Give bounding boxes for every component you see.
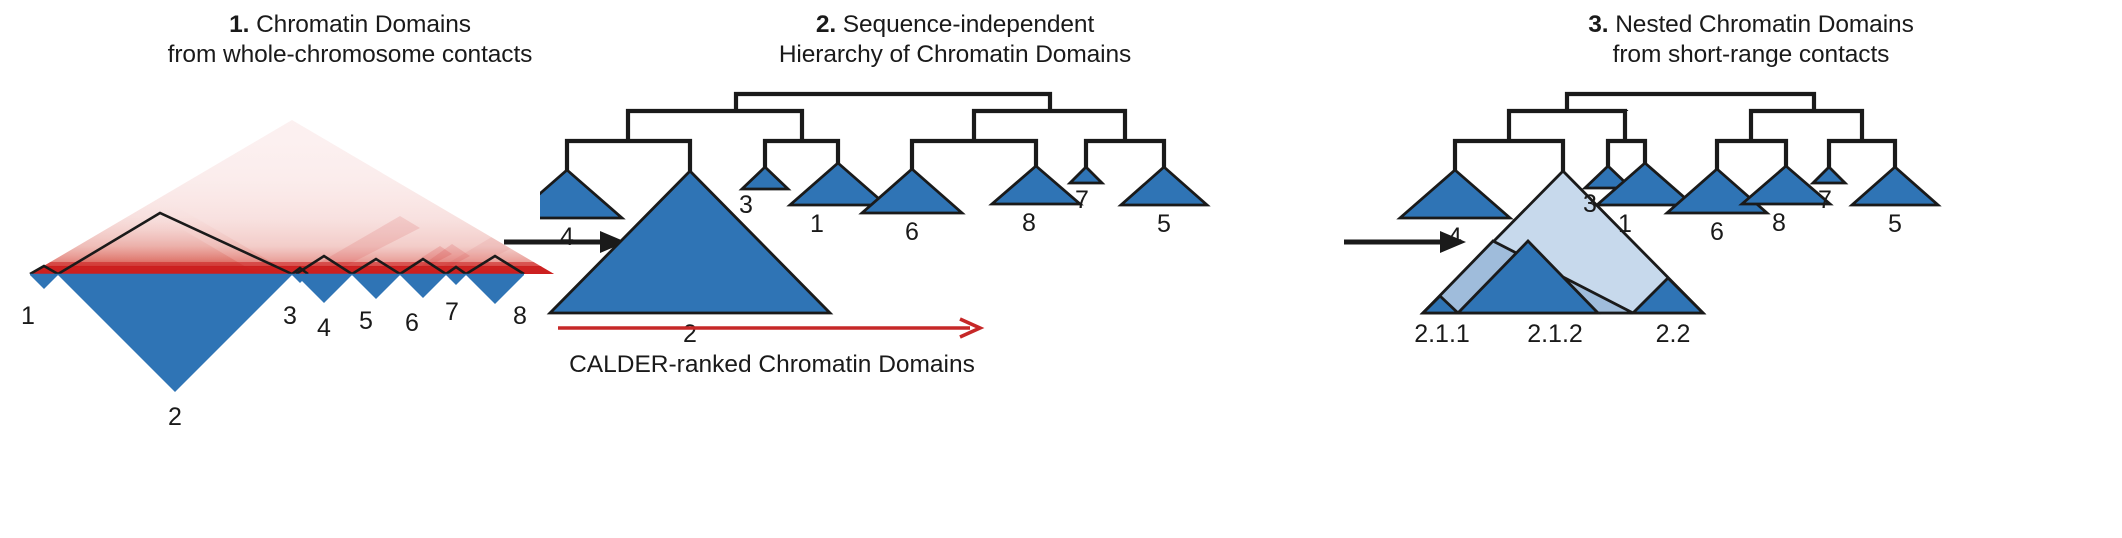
panel-2-title-line2: Hierarchy of Chromatin Domains — [778, 41, 1132, 68]
leaf-label-8: 8 — [1022, 209, 1036, 237]
domain-triangle-6 — [400, 275, 446, 298]
dendrogram-links — [1452, 91, 1898, 171]
leaf-triangle-8 — [988, 164, 1084, 206]
panel-3-leaf-labels: 4 3 1 6 8 7 5 — [1448, 186, 1902, 251]
panel-1-domain-labels: 1 2 3 4 5 6 7 8 — [21, 298, 527, 431]
dendrogram-leaves — [540, 161, 1211, 315]
domain-label-3: 3 — [283, 302, 297, 330]
panel-3-number: 3. — [1588, 11, 1609, 38]
panel-chromatin-domains: 1. Chromatin Domains from whole-chromoso… — [0, 0, 700, 538]
leaf-triangle-6 — [858, 167, 966, 215]
leaf-label-6: 6 — [1710, 218, 1724, 246]
nested-label-2-2: 2.2 — [1656, 320, 1691, 348]
nested-label-2-1-2: 2.1.2 — [1527, 320, 1583, 348]
panel-1-title: 1. Chromatin Domains from whole-chromoso… — [0, 10, 700, 70]
panel-3-title: 3. Nested Chromatin Domains from short-r… — [1380, 10, 2122, 70]
nested-triangle-2-2 — [1629, 276, 1707, 315]
leaf-label-5: 5 — [1157, 210, 1171, 238]
leaf-triangle-8 — [1738, 164, 1834, 206]
domain-label-2: 2 — [168, 403, 182, 431]
domain-triangle-5 — [352, 275, 400, 299]
arrow-panel1-to-panel2 — [504, 231, 626, 253]
calder-rank-arrow — [558, 317, 985, 339]
leaf-triangle-3 — [738, 165, 792, 191]
leaf-label-1: 1 — [810, 210, 824, 238]
domain-triangle-2 — [58, 275, 292, 392]
panel-1-diagram: 1 2 3 4 5 6 7 8 — [21, 120, 554, 431]
nested-label-2-1-1: 2.1.1 — [1414, 320, 1470, 348]
nested-domain-2 — [1419, 169, 1707, 315]
leaf-label-6: 6 — [905, 218, 919, 246]
leaf-triangle-5 — [1117, 165, 1211, 207]
domain-triangle-7 — [446, 275, 466, 285]
leaf-triangle-4 — [540, 168, 626, 220]
leaf-triangle-2 — [546, 169, 834, 315]
domain-label-8: 8 — [513, 302, 527, 330]
domain-label-1: 1 — [21, 302, 35, 330]
panel-2-number: 2. — [815, 11, 837, 38]
leaf-triangle-7 — [1066, 165, 1106, 185]
domain-triangles-lower — [30, 275, 524, 392]
leaf-label-4: 4 — [560, 223, 574, 251]
leaf-label-8: 8 — [1772, 209, 1786, 237]
leaf-triangle-6 — [1663, 167, 1771, 215]
leaf-label-2: 2 — [683, 320, 697, 348]
leaf-triangle-4 — [1396, 168, 1514, 220]
panel-1-title-line1: Chromatin Domains — [256, 11, 471, 38]
panel-1-number: 1. — [229, 11, 250, 38]
panel-nested-domains: 3. Nested Chromatin Domains from short-r… — [1380, 0, 2122, 538]
leaf-label-4: 4 — [1448, 223, 1462, 251]
calder-rank-caption: CALDER-ranked Chromatin Domains — [569, 351, 975, 378]
domain-label-5: 5 — [359, 307, 373, 335]
domain-triangle-8 — [466, 275, 524, 304]
leaf-label-7: 7 — [1818, 186, 1832, 214]
panel-2-diagram: 4 2 3 1 6 8 7 5 CALDER-ranked Chromatin … — [540, 91, 1211, 378]
dendrogram-leaves — [1396, 161, 1942, 220]
leaf-label-1: 1 — [1618, 210, 1632, 238]
panel-3-diagram: 4 3 1 6 8 7 5 2.1.1 2.1.2 2.2 — [1396, 91, 1942, 348]
domain-label-6: 6 — [405, 309, 419, 337]
panel-3-nested-labels: 2.1.1 2.1.2 2.2 — [1414, 320, 1690, 348]
dendrogram-links — [564, 91, 1167, 171]
leaf-label-7: 7 — [1075, 186, 1089, 214]
domain-label-7: 7 — [445, 298, 459, 326]
arrow-panel2-to-panel3 — [1344, 231, 1466, 253]
panel-3-title-line2: from short-range contacts — [1612, 41, 1890, 68]
domain-triangle-4 — [296, 275, 352, 303]
leaf-triangle-3 — [1581, 164, 1635, 190]
leaf-triangle-7 — [1809, 165, 1849, 185]
domain-outlines-upper — [29, 211, 525, 276]
panel-2-leaf-labels: 4 2 3 1 6 8 7 5 — [560, 186, 1171, 348]
leaf-label-5: 5 — [1888, 210, 1902, 238]
domain-triangle-1 — [30, 275, 58, 289]
panel-1-title-line2: from whole-chromosome contacts — [167, 41, 533, 68]
leaf-triangle-1 — [786, 161, 890, 207]
panel-2-title: 2. Sequence-independent Hierarchy of Chr… — [540, 10, 1370, 70]
nested-triangle-2-1-1 — [1419, 294, 1462, 315]
domain-label-4: 4 — [317, 314, 331, 342]
hi-c-heatmap — [30, 120, 554, 274]
leaf-label-3: 3 — [739, 191, 753, 219]
nested-triangle-2-1-2 — [1454, 238, 1602, 315]
panel-2-title-line1: Sequence-independent — [842, 11, 1095, 38]
leaf-triangle-5 — [1848, 165, 1942, 207]
leaf-triangle-1 — [1593, 161, 1697, 207]
leaf-label-3: 3 — [1583, 190, 1597, 218]
panel-3-title-line1: Nested Chromatin Domains — [1615, 11, 1914, 38]
panel-hierarchy: 2. Sequence-independent Hierarchy of Chr… — [540, 0, 1370, 538]
